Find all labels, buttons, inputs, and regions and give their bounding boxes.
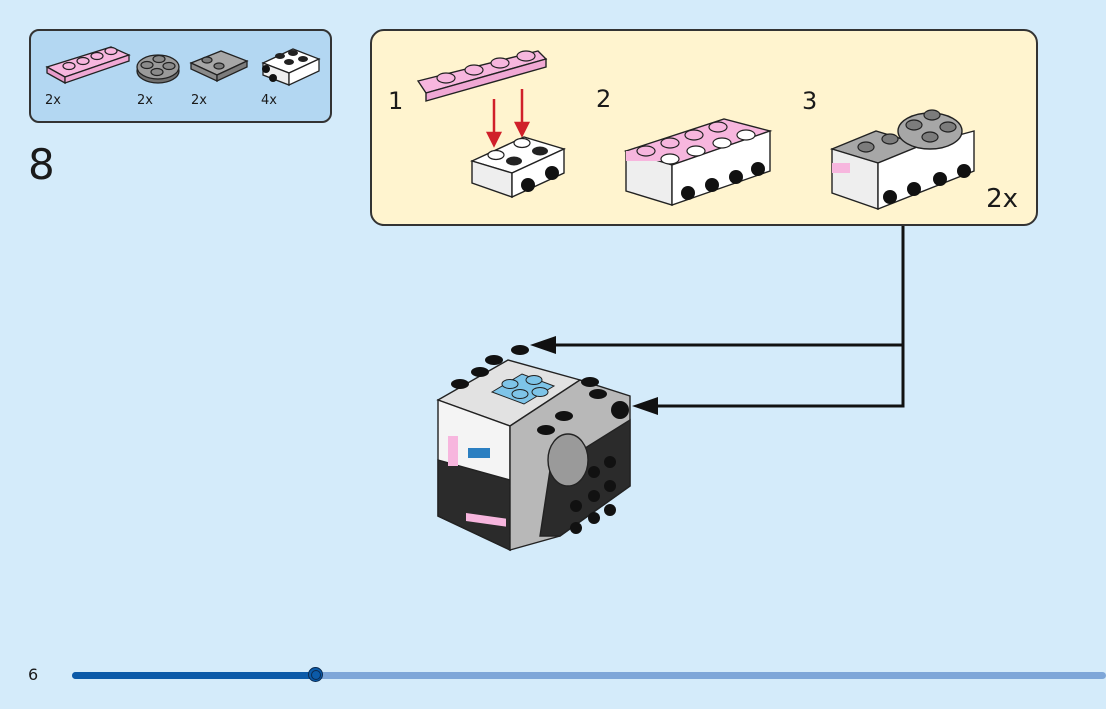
sub-step-label: 2: [596, 85, 612, 113]
sub-step-label: 3: [802, 87, 818, 115]
part-quantity: 2x: [191, 93, 207, 108]
progress-fill: [72, 672, 317, 679]
main-model-illustration: [436, 345, 631, 552]
progress-bar: [72, 667, 1106, 682]
arrow-head-icon: [530, 336, 556, 354]
sub-step-1-illustration: [416, 50, 566, 199]
multiplier-label: 2x: [986, 184, 1018, 214]
parts-list-box: 2x 2x 2x 4x: [29, 29, 332, 123]
progress-knob[interactable]: [308, 667, 324, 682]
arrow-head-icon: [632, 397, 658, 415]
part-quantity: 2x: [45, 93, 61, 108]
sub-step-3-illustration: [829, 109, 975, 211]
round-plate-part-icon: [136, 54, 180, 84]
sub-step-label: 1: [388, 87, 404, 115]
step-number: 8: [28, 140, 55, 189]
part-quantity: 4x: [261, 93, 277, 108]
sub-step-2-illustration: [623, 118, 773, 206]
pink-plate-part-icon: [45, 46, 131, 85]
sub-assembly-callout: 1 2 3 2x: [370, 29, 1038, 226]
gray-plate-part-icon: [189, 50, 249, 83]
part-quantity: 2x: [137, 93, 153, 108]
white-brick-part-icon: [261, 48, 321, 87]
page-number: 6: [28, 665, 39, 684]
